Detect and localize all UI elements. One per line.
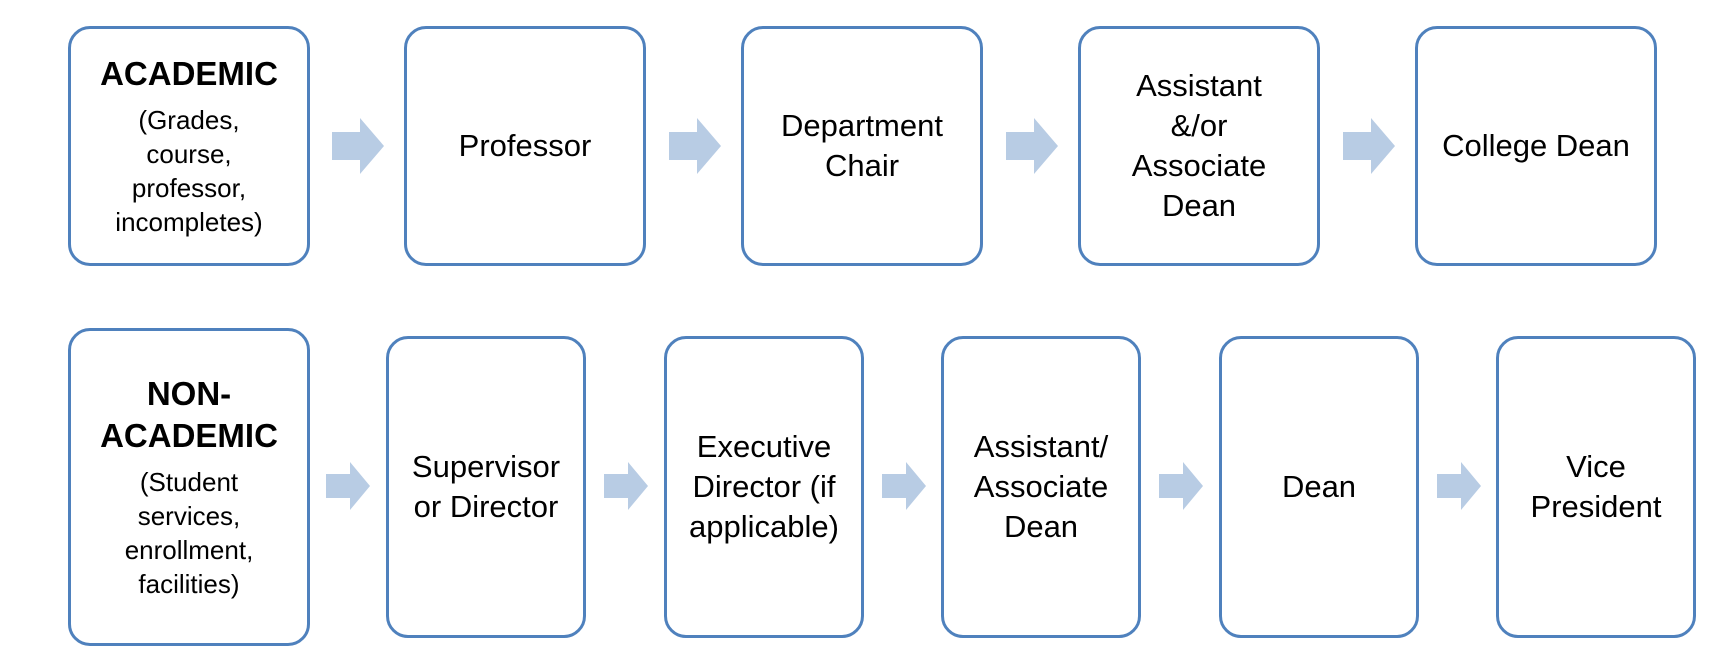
right-arrow-icon — [326, 462, 370, 510]
nonacademic-step-box: Executive Director (if applicable) — [664, 336, 864, 638]
nonacademic-step-vice-president: Vice President — [1530, 449, 1662, 524]
academic-step-box: College Dean — [1415, 26, 1657, 266]
nonacademic-title: NON-ACADEMIC — [100, 375, 278, 454]
right-arrow-icon — [1006, 118, 1058, 174]
nonacademic-step-box: Assistant/ Associate Dean — [941, 336, 1141, 638]
academic-step-box: Assistant &/or Associate Dean — [1078, 26, 1320, 266]
right-arrow-icon — [669, 118, 721, 174]
academic-step-college-dean: College Dean — [1442, 128, 1630, 163]
nonacademic-step-box: Supervisor or Director — [386, 336, 586, 638]
right-arrow-icon — [1437, 462, 1481, 510]
right-arrow-icon — [332, 118, 384, 174]
right-arrow-icon — [882, 462, 926, 510]
academic-step-assistant-associate-dean: Assistant &/or Associate Dean — [1131, 68, 1267, 223]
nonacademic-step-dean: Dean — [1281, 469, 1357, 504]
nonacademic-category-box: NON-ACADEMIC (Student services, enrollme… — [68, 328, 310, 646]
academic-title: ACADEMIC — [100, 55, 278, 92]
nonacademic-step-supervisor-director: Supervisor or Director — [411, 449, 561, 524]
nonacademic-step-assistant-associate-dean: Assistant/ Associate Dean — [973, 429, 1109, 544]
academic-step-department-chair: Department Chair — [781, 108, 943, 183]
academic-category-box: ACADEMIC (Grades, course, professor, inc… — [68, 26, 310, 266]
nonacademic-step-box: Dean — [1219, 336, 1419, 638]
academic-subtitle: (Grades, course, professor, incompletes) — [115, 105, 263, 237]
right-arrow-icon — [1159, 462, 1203, 510]
nonacademic-step-executive-director: Executive Director (if applicable) — [689, 429, 839, 544]
nonacademic-step-box: Vice President — [1496, 336, 1696, 638]
academic-step-box: Department Chair — [741, 26, 983, 266]
nonacademic-subtitle: (Student services, enrollment, facilitie… — [124, 467, 254, 599]
right-arrow-icon — [604, 462, 648, 510]
academic-step-box: Professor — [404, 26, 646, 266]
right-arrow-icon — [1343, 118, 1395, 174]
academic-step-professor: Professor — [458, 128, 592, 163]
